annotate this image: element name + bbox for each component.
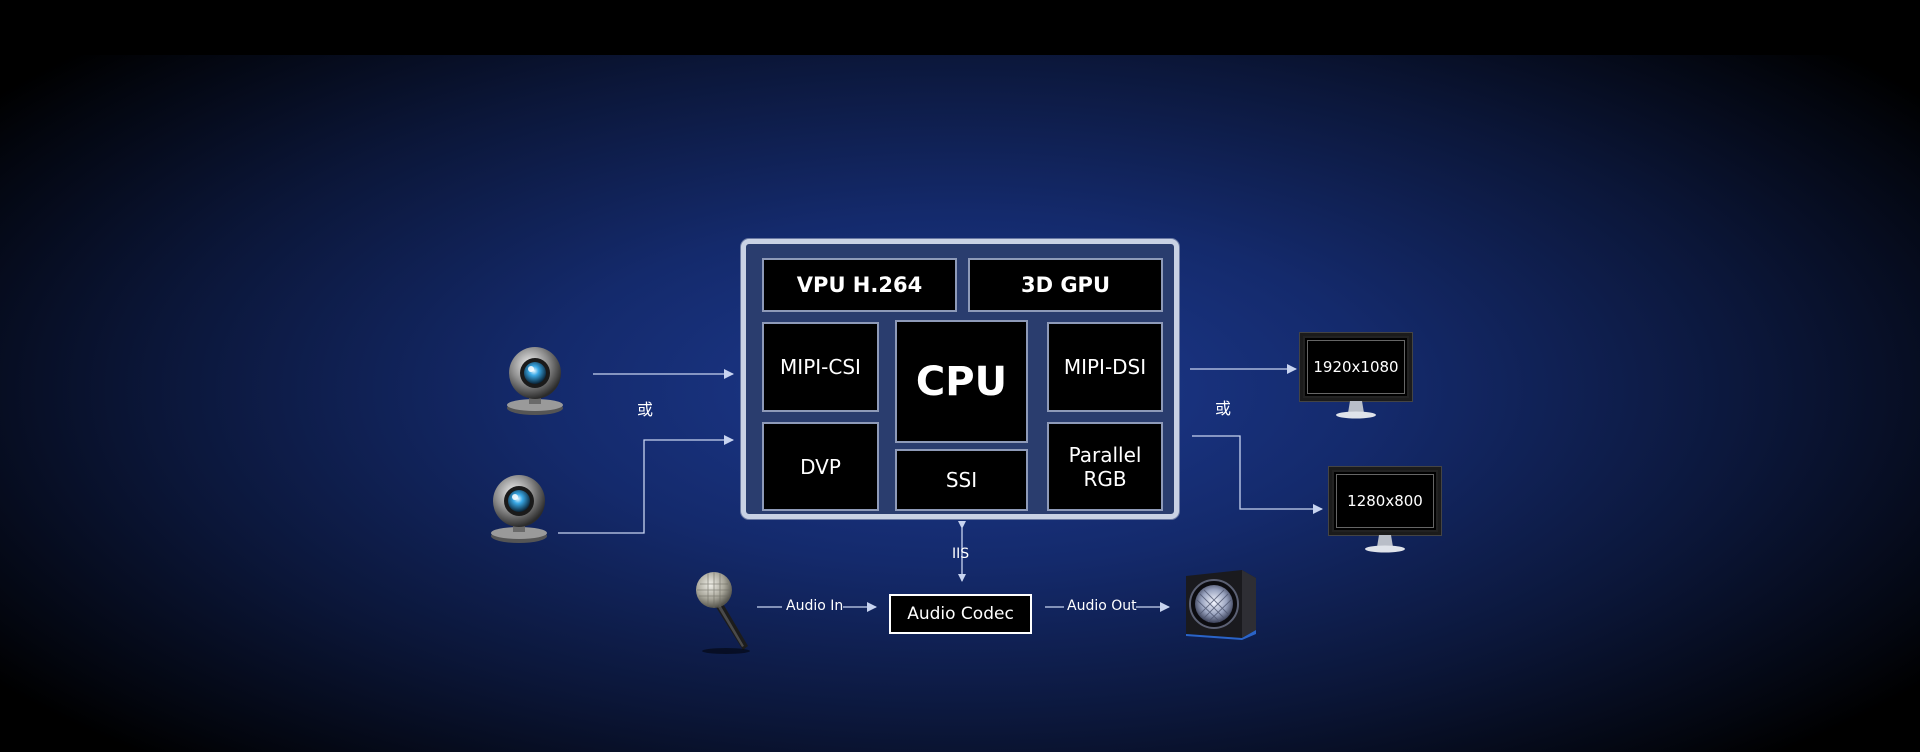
- audio-in-label: Audio In: [786, 598, 844, 614]
- microphone-icon: [696, 572, 750, 654]
- block-mipi-csi: MIPI-CSI: [762, 322, 879, 412]
- or-label-left: 或: [637, 400, 654, 419]
- webcam-icon: [507, 347, 563, 415]
- speaker-icon: [1186, 570, 1256, 640]
- block-ssi: SSI: [895, 449, 1028, 511]
- monitor-screen-secondary: 1280x800: [1329, 467, 1441, 535]
- audio-codec-box: Audio Codec: [889, 594, 1032, 634]
- block-cpu: CPU: [895, 320, 1028, 443]
- monitor-screen-primary: 1920x1080: [1300, 333, 1412, 401]
- monitor-icon: 1920x1080: [1300, 333, 1412, 423]
- top-bar: [0, 0, 1920, 55]
- monitor-stand: [1336, 401, 1376, 419]
- audio-out-label: Audio Out: [1067, 598, 1137, 614]
- arrow-monitor-secondary: [1192, 435, 1323, 514]
- monitor-stand: [1365, 535, 1405, 553]
- monitor-icon: 1280x800: [1329, 467, 1441, 557]
- block-vpu: VPU H.264: [762, 258, 957, 312]
- block-mipi-dsi: MIPI-DSI: [1047, 322, 1163, 412]
- block-dvp: DVP: [762, 422, 879, 511]
- iis-label: IIS: [952, 546, 970, 562]
- block-parallel-rgb: Parallel RGB: [1047, 422, 1163, 511]
- arrow-camera-bottom: [558, 435, 734, 534]
- webcam-icon: [491, 475, 547, 543]
- block-gpu: 3D GPU: [968, 258, 1163, 312]
- soc-chip: VPU H.264 3D GPU MIPI-CSI CPU MIPI-DSI D…: [741, 239, 1179, 519]
- or-label-right: 或: [1215, 399, 1232, 418]
